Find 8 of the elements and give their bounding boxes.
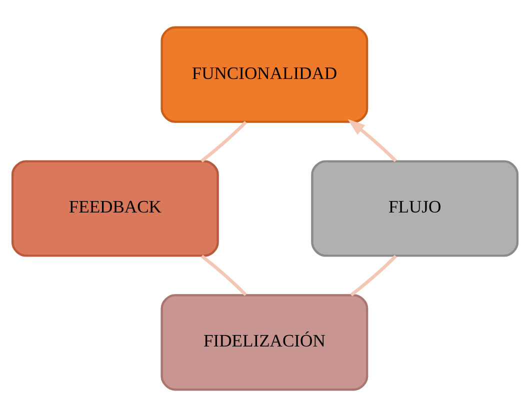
connector — [200, 120, 247, 162]
connector — [350, 254, 397, 296]
node-box: FLUJO — [311, 160, 519, 256]
node-box: FUNCIONALIDAD — [160, 26, 368, 122]
node-box: FIDELIZACIÓN — [160, 294, 368, 390]
node-box: FEEDBACK — [11, 160, 219, 256]
connector — [200, 254, 247, 296]
arrow — [348, 118, 397, 162]
